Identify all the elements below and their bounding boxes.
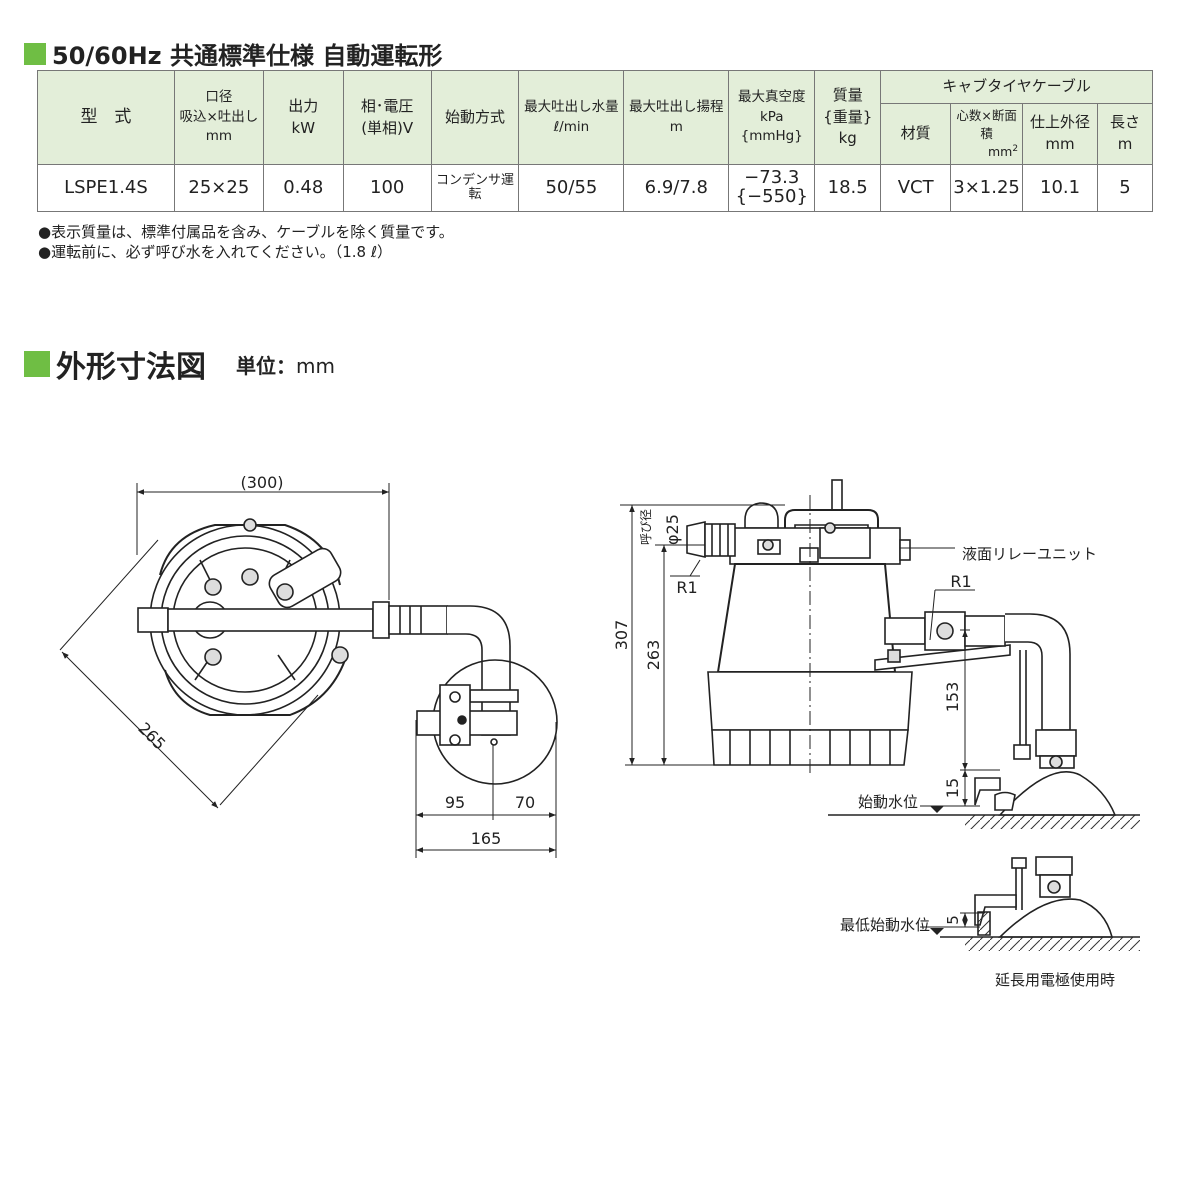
spec-title-text: 50/60Hz 共通標準仕様 自動運転形 [52, 42, 443, 70]
cell-output: 0.48 [262, 164, 344, 212]
cell-model: LSPE1.4S [37, 164, 175, 212]
cell-bore: 25×25 [173, 164, 264, 212]
extension-view [974, 856, 1114, 938]
cell-cores: 3×1.25 [950, 164, 1024, 212]
green-square-icon [24, 42, 46, 65]
note-item: ●運転前に、必ず呼び水を入れてください。（1.8 ℓ） [38, 243, 393, 261]
cell-mass: 18.5 [814, 164, 882, 212]
cell-vacuum: −73.3{−550} [728, 164, 816, 212]
dimension-drawing: (300) 265 95 70 165 [59, 473, 1140, 989]
side-view-dimensions [620, 504, 1000, 806]
top-view-dimensions [59, 483, 557, 858]
note-item: ●表示質量は、標準付属品を含み、ケーブルを除く質量です。 [38, 223, 454, 241]
min-start-level-label: 最低始動水位 [840, 916, 930, 934]
cell-od: 10.1 [1022, 164, 1098, 212]
dim-70-label: 70 [515, 793, 535, 812]
spec-section-title: 50/60Hz 共通標準仕様 自動運転形 [24, 36, 442, 71]
dim-95-label: 95 [445, 793, 465, 812]
table-row: LSPE1.4S 25×25 0.48 100 コンデンサ運転 50/55 6.… [37, 164, 1153, 212]
dim-307-label: 307 [612, 620, 631, 651]
bore-label: 呼び径 [639, 509, 653, 545]
dimension-title-text: 外形寸法図 [56, 350, 206, 385]
bore-value: φ25 [663, 514, 682, 545]
cell-head: 6.9/7.8 [623, 164, 730, 212]
header-start-method: 始動方式 [430, 70, 520, 165]
header-mass: 質量{重量}kg [814, 70, 882, 165]
unit-label: 単位：mm [236, 353, 335, 378]
r1-left-label: R1 [676, 578, 697, 597]
cell-flow: 50/55 [518, 164, 625, 212]
dim-265-label: 265 [134, 719, 169, 754]
cell-voltage: 100 [342, 164, 432, 212]
relay-unit-label: 液面リレーユニット [962, 545, 1097, 563]
top-view [137, 518, 558, 785]
cell-material: VCT [880, 164, 952, 212]
dim-153-label: 153 [943, 682, 962, 713]
dim-5-label: 5 [944, 915, 962, 925]
side-view [686, 479, 1117, 816]
header-material: 材質 [880, 103, 952, 165]
ground-extension [920, 912, 1140, 951]
notes: ●表示質量は、標準付属品を含み、ケーブルを除く質量です。 ●運転前に、必ず呼び水… [38, 222, 454, 262]
dim-165-label: 165 [471, 829, 502, 848]
start-level-label: 始動水位 [858, 793, 918, 811]
header-model: 型 式 [37, 70, 175, 165]
cell-length: 5 [1097, 164, 1153, 212]
header-phase: 相･電圧(単相)V [342, 70, 432, 165]
header-cable: キャブタイヤケーブル [880, 70, 1153, 104]
green-square-icon [24, 351, 50, 377]
dim-15-label: 15 [943, 778, 962, 798]
dim-263-label: 263 [644, 640, 663, 671]
cell-start-method: コンデンサ運転 [430, 164, 520, 212]
ground-main [828, 805, 1140, 829]
dimension-section-title: 外形寸法図 単位：mm [24, 342, 335, 386]
extension-caption: 延長用電極使用時 [995, 971, 1115, 989]
r1-right-label: R1 [950, 572, 971, 591]
dim-300-label: (300) [240, 473, 283, 492]
